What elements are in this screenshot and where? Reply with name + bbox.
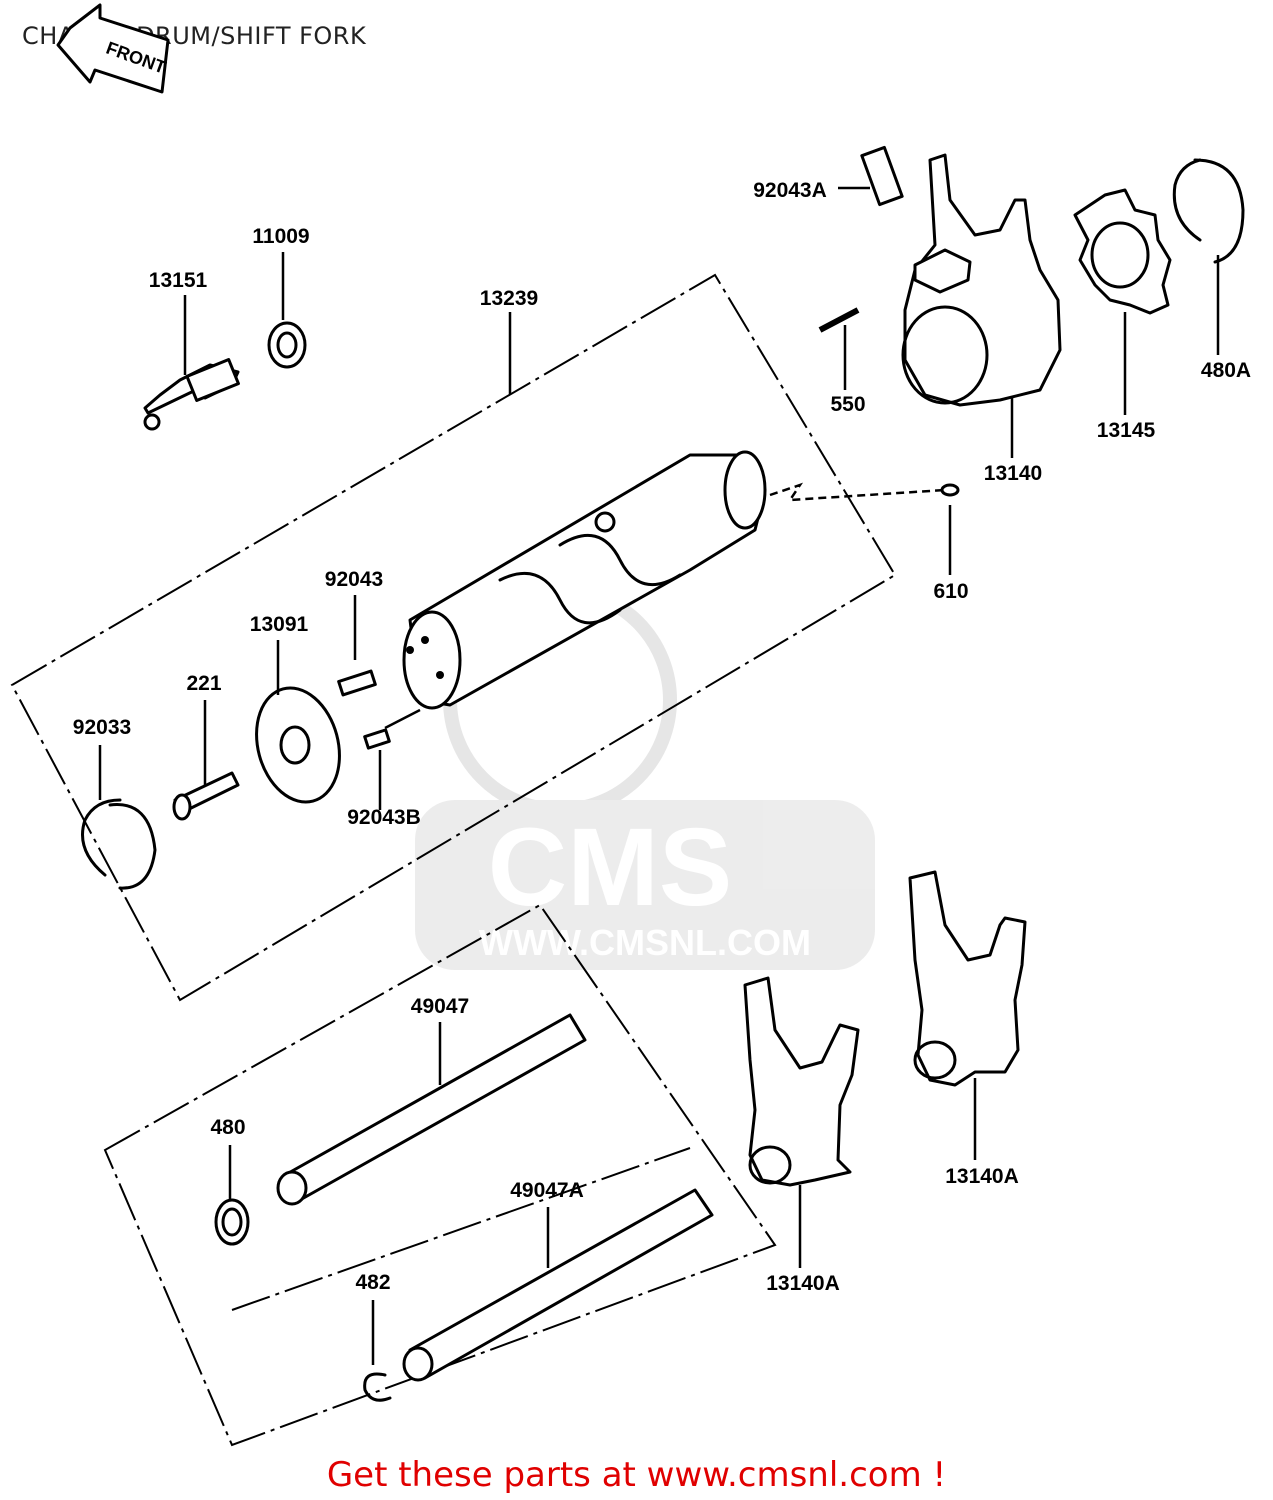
part-11009-gasket [267,321,307,369]
label-92043B: 92043B [347,806,421,829]
part-49047-shaft [276,1013,587,1206]
watermark-url: WWW.CMSNL.COM [479,922,811,963]
label-610: 610 [933,580,968,603]
label-11009: 11009 [252,225,309,248]
part-13091-plate [255,686,341,804]
part-49047A-shaft [402,1188,714,1382]
part-92033-circlip [81,798,157,890]
label-480: 480 [210,1116,245,1139]
drum-assembly-frame [10,273,897,1002]
label-221: 221 [186,672,221,695]
cms-watermark: CMS WWW.CMSNL.COM [415,583,875,970]
label-49047A: 49047A [510,1179,584,1202]
part-13140-shift-fork [901,153,1062,407]
label-13140A-left: 13140A [766,1272,840,1295]
part-13140A-shift-fork-right [908,870,1027,1087]
part-550-pin [818,307,860,333]
part-482-clip [363,1372,392,1402]
label-13151: 13151 [149,269,208,292]
label-13239: 13239 [480,287,538,310]
label-13091: 13091 [250,613,309,636]
label-482: 482 [355,1271,390,1294]
label-92043A: 92043A [753,179,827,202]
part-13151-neutral-switch [143,358,240,431]
part-221-screw [172,771,240,821]
label-13145: 13145 [1097,419,1156,442]
watermark-brand: CMS [488,806,732,929]
label-13140A-right: 13140A [945,1165,1019,1188]
label-550: 550 [830,393,865,416]
footer-promo-link[interactable]: Get these parts at www.cmsnl.com ! [326,1455,947,1495]
part-13145-cam [1073,188,1172,315]
label-49047: 49047 [411,995,469,1018]
shaft-assembly-frame [103,903,777,1447]
part-92043B-pin [363,728,391,750]
front-arrow-icon: FRONT [56,3,170,94]
part-480A-circlip [1172,158,1245,264]
label-92043: 92043 [325,568,383,591]
part-change-drum [402,450,767,710]
part-480-circlip [214,1198,250,1246]
part-610-pin [940,483,960,497]
part-13140A-shift-fork-left [743,976,860,1187]
part-92043A-pin [860,145,904,207]
label-480A: 480A [1201,359,1251,382]
label-92033: 92033 [73,716,131,739]
part-92043-pin [337,669,377,697]
label-13140: 13140 [984,462,1042,485]
